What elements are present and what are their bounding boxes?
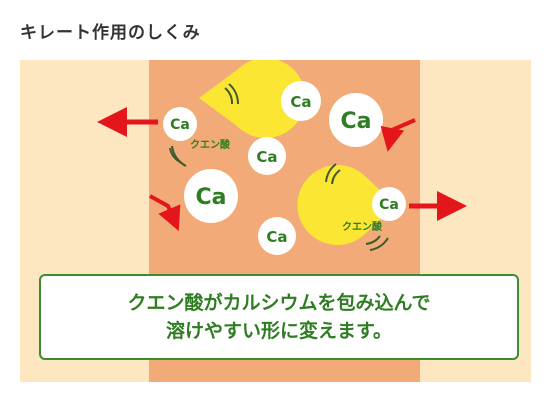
motion-mark-right-2 bbox=[325, 163, 337, 183]
caption-line-2: 溶けやすい形に変えます。 bbox=[165, 320, 393, 342]
caption-line-1: クエン酸がカルシウムを包み込んで bbox=[127, 292, 431, 314]
citric-acid-left-shape bbox=[199, 60, 306, 138]
arrow-lower-left bbox=[149, 194, 181, 232]
arrow-upper-right bbox=[380, 118, 416, 152]
calcium-ion-1: Ca bbox=[281, 81, 321, 121]
motion-mark-left-2 bbox=[228, 83, 240, 105]
calcium-ion-4: Ca bbox=[184, 169, 238, 223]
calcium-label: Ca bbox=[170, 117, 190, 133]
diagram-art: Ca クエン酸 Ca クエン酸 Ca Ca Ca C bbox=[97, 60, 467, 255]
calcium-label: Ca bbox=[256, 148, 277, 166]
calcium-label: Ca bbox=[290, 93, 311, 111]
calcium-ion-3: Ca bbox=[248, 137, 286, 175]
citric-acid-right: Ca クエン酸 bbox=[297, 163, 406, 251]
motion-mark-right-4 bbox=[369, 237, 389, 251]
calcium-label: Ca bbox=[196, 185, 227, 210]
motion-mark-right-1 bbox=[331, 169, 341, 185]
calcium-label: Ca bbox=[266, 228, 287, 246]
calcium-label: Ca bbox=[341, 109, 372, 134]
citric-acid-right-shape bbox=[297, 165, 396, 246]
motion-mark-left-4 bbox=[171, 145, 187, 167]
calcium-label: Ca bbox=[379, 197, 399, 213]
calcium-in-left bbox=[163, 107, 197, 141]
page-title: キレート作用のしくみ bbox=[20, 23, 201, 43]
caption-box: クエン酸がカルシウムを包み込んで 溶けやすい形に変えます。 bbox=[39, 274, 519, 360]
citric-acid-label: クエン酸 bbox=[190, 138, 231, 151]
citric-acid-label: クエン酸 bbox=[342, 220, 383, 233]
calcium-ion-2: Ca bbox=[329, 93, 383, 147]
citric-acid-left: Ca クエン酸 bbox=[163, 60, 306, 167]
calcium-in-right bbox=[372, 187, 406, 221]
motion-mark-left-1 bbox=[224, 87, 233, 105]
calcium-ion-5: Ca bbox=[258, 217, 296, 255]
motion-mark-right-3 bbox=[365, 235, 381, 245]
chelation-diagram: Ca クエン酸 Ca クエン酸 Ca Ca Ca C bbox=[20, 60, 531, 382]
